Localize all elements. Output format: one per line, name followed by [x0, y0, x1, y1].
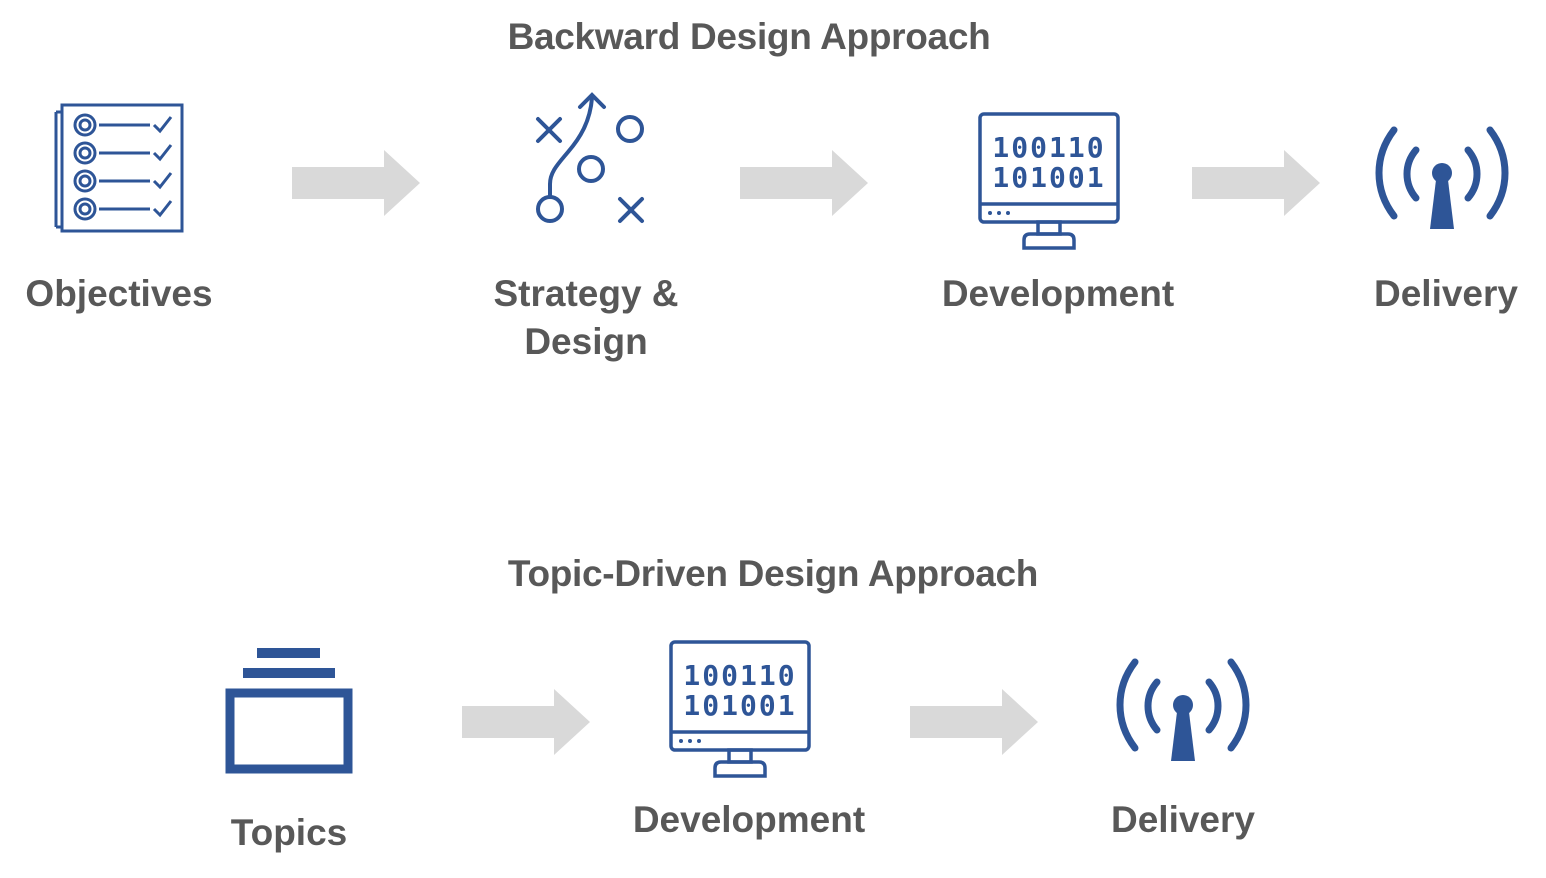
binary-row-1: 100110	[992, 131, 1105, 164]
step-label-topics: Topics	[231, 809, 348, 857]
label-line: Topics	[230, 812, 348, 853]
flow-arrow	[292, 150, 420, 216]
checklist-icon	[52, 102, 186, 234]
label-line: Development	[632, 799, 866, 840]
label-line: Development	[941, 273, 1175, 314]
binary-monitor-icon: 100110 101001	[978, 112, 1120, 250]
flow-arrow	[462, 689, 590, 755]
step-label-delivery: Delivery	[1111, 796, 1255, 844]
step-label-development: Development	[942, 270, 1174, 318]
flow-arrow	[910, 689, 1038, 755]
step-label-objectives: Objectives	[25, 270, 212, 318]
binary-row-1: 100110	[683, 659, 796, 692]
step-label-strategy-design: Strategy & Design	[493, 270, 678, 366]
label-line: Strategy &	[493, 273, 679, 314]
label-line: Delivery	[1111, 799, 1255, 840]
topics-stack-icon	[225, 648, 353, 774]
step-label-delivery: Delivery	[1374, 270, 1518, 318]
label-line: Objectives	[25, 273, 213, 314]
label-line: Delivery	[1374, 273, 1518, 314]
broadcast-antenna-icon	[1113, 658, 1253, 761]
binary-row-2: 101001	[992, 161, 1105, 194]
backward-title: Backward Design Approach	[507, 16, 991, 57]
step-label-development: Development	[633, 796, 865, 844]
flow-arrow	[740, 150, 868, 216]
strategy-play-icon	[532, 92, 650, 228]
flow-arrow	[1192, 150, 1320, 216]
binary-row-2: 101001	[683, 689, 796, 722]
topic-title: Topic-Driven Design Approach	[507, 553, 1039, 594]
broadcast-antenna-icon	[1372, 126, 1512, 229]
label-line: Design	[524, 321, 648, 362]
binary-monitor-icon: 100110 101001	[669, 640, 811, 778]
